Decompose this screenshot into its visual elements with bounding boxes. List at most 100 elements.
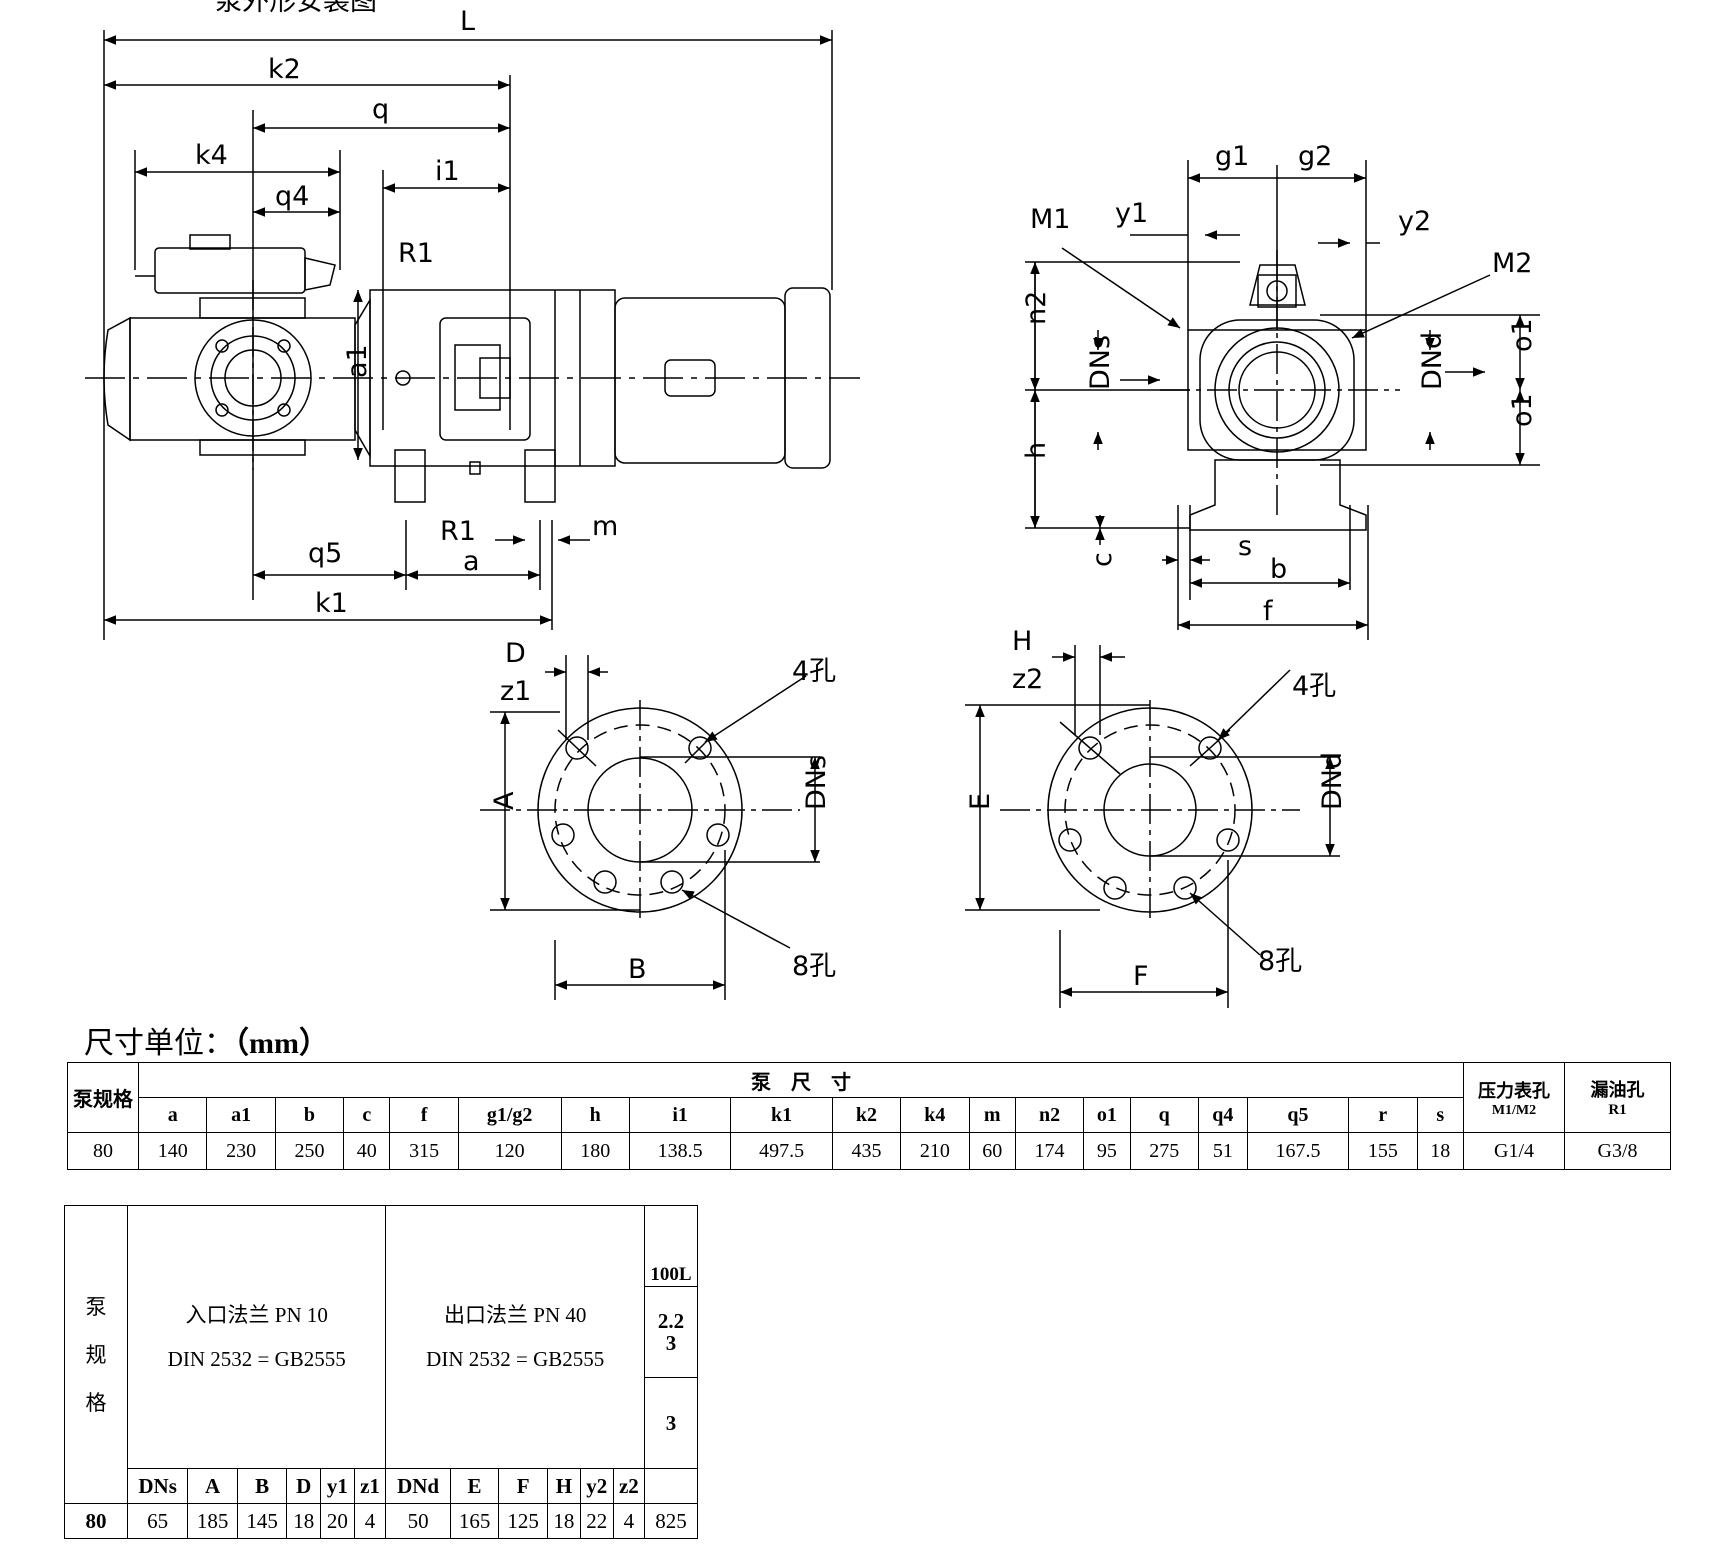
units-label: 尺寸单位： [84,1027,234,1060]
cell-k1: 497.5 [730,1132,833,1170]
cell-in-D: 18 [286,1503,322,1539]
label-q4: q4 [275,181,309,212]
label-a: a [463,546,480,577]
outlet-flange-header: 出口法兰 PN 40 DIN 2532 = GB2555 [385,1205,645,1469]
col-header-h: h [560,1097,630,1133]
label-z2: z2 [1012,664,1043,695]
label-h: h [1021,442,1052,459]
cell-c: 40 [343,1132,391,1170]
label-L: L [460,6,475,37]
col-header-b: b [274,1097,345,1133]
motor-power: 2.2 3 [644,1286,698,1378]
drain-header-sub: R1 [1608,1102,1627,1118]
label-4holes-outlet: 4孔 [1292,671,1336,702]
pressure-header-sub: M1/M2 [1491,1102,1537,1118]
cell-k4: 210 [900,1132,970,1170]
cell-out-H: 18 [546,1503,581,1539]
cell-n2: 174 [1014,1132,1085,1170]
inlet-standard: DIN 2532 = GB2555 [167,1347,346,1371]
spec-char-2: 规 [85,1342,107,1367]
col-header-r: r [1348,1097,1418,1133]
inlet-title: 入口法兰 PN 10 [185,1303,328,1327]
cell-k2: 435 [831,1132,902,1170]
label-8holes-outlet: 8孔 [1258,946,1302,977]
spec-header-vertical: 泵 规 格 [64,1205,128,1504]
label-o1-top: o1 [1507,318,1538,352]
end-view [1025,160,1540,640]
cell-i1: 138.5 [628,1132,732,1170]
label-B: B [628,954,647,985]
col-header-out-H: H [546,1468,581,1504]
label-D: D [505,638,526,669]
label-a1: a1 [342,344,373,378]
label-A: A [489,791,520,810]
label-DNd-flange: DNd [1317,752,1348,810]
cell-a1: 230 [206,1132,276,1170]
label-f: f [1263,596,1274,627]
label-b: b [1270,554,1287,585]
cell-q4: 51 [1197,1132,1248,1170]
col-header-out-DNd: DNd [385,1468,451,1504]
label-y1: y1 [1115,198,1148,229]
label-o1-bottom: o1 [1507,393,1538,427]
dimension-labels: 泵外形安装图 L k2 q k4 i1 q4 R1 a1 R1 q5 a m k… [195,0,1538,992]
outlet-flange-view [965,645,1340,1008]
cell-in-A: 185 [187,1503,238,1539]
cell-h: 180 [560,1132,630,1170]
label-R1-top: R1 [398,238,434,269]
col-header-in-A: A [187,1468,238,1504]
pressure-header-text: 压力表孔 [1478,1080,1550,1101]
drain-header-text: 漏油孔 [1590,1080,1645,1100]
flange-dimension-table: 泵 规 格 入口法兰 PN 10 DIN 2532 = GB2555 出口法兰 … [64,1205,698,1539]
col-header-s: s [1416,1097,1465,1133]
label-M2: M2 [1492,248,1532,279]
label-k1: k1 [315,588,348,619]
cell-out-F: 125 [498,1503,548,1539]
col-header-in-z1: z1 [353,1468,387,1504]
label-M1: M1 [1030,204,1070,235]
label-n2: n2 [1021,291,1052,325]
label-4holes-inlet: 4孔 [792,656,836,687]
drain-header: 漏油孔 R1 [1564,1062,1671,1133]
cell-o1: 95 [1083,1132,1131,1170]
label-g2: g2 [1298,141,1332,172]
cell-q5: 167.5 [1246,1132,1350,1170]
cell-s: 18 [1416,1132,1465,1170]
col-header-a: a [137,1097,208,1133]
units-caption: 尺寸单位：（mm） [84,1018,329,1062]
col-header-n2: n2 [1014,1097,1085,1133]
col-header-in-y1: y1 [320,1468,355,1504]
cell-m: 60 [968,1132,1016,1170]
cell-spec: 80 [64,1503,128,1539]
inlet-flange-header: 入口法兰 PN 10 DIN 2532 = GB2555 [126,1205,387,1469]
pump-installation-drawing: 泵外形安装图 L k2 q k4 i1 q4 R1 a1 R1 q5 a m k… [85,0,1540,1008]
outlet-title: 出口法兰 PN 40 [444,1303,587,1327]
cell-out-z2: 4 [612,1503,646,1539]
label-g1: g1 [1215,141,1249,172]
col-header-motor [644,1468,698,1504]
side-view [85,30,860,640]
col-header-q4: q4 [1197,1097,1248,1133]
drawing-header: 泵外形安装图 [215,0,377,17]
label-i1: i1 [435,156,460,187]
col-header-in-DNs: DNs [126,1468,189,1504]
col-header-q: q [1129,1097,1199,1133]
label-c: c [1087,552,1118,567]
label-DNs-flange: DNs [801,755,832,810]
col-header-f: f [389,1097,459,1133]
label-k4: k4 [195,140,228,171]
label-y2: y2 [1398,206,1431,237]
col-header-q5: q5 [1246,1097,1350,1133]
label-F: F [1133,961,1149,992]
col-header-out-E: E [449,1468,500,1504]
col-header-out-F: F [498,1468,548,1504]
motor-frame: 100L [644,1205,698,1287]
cell-in-z1: 4 [353,1503,387,1539]
col-header-i1: i1 [628,1097,732,1133]
col-header-a1: a1 [206,1097,276,1133]
spec-header: 泵规格 [67,1062,139,1133]
label-m: m [592,511,618,542]
